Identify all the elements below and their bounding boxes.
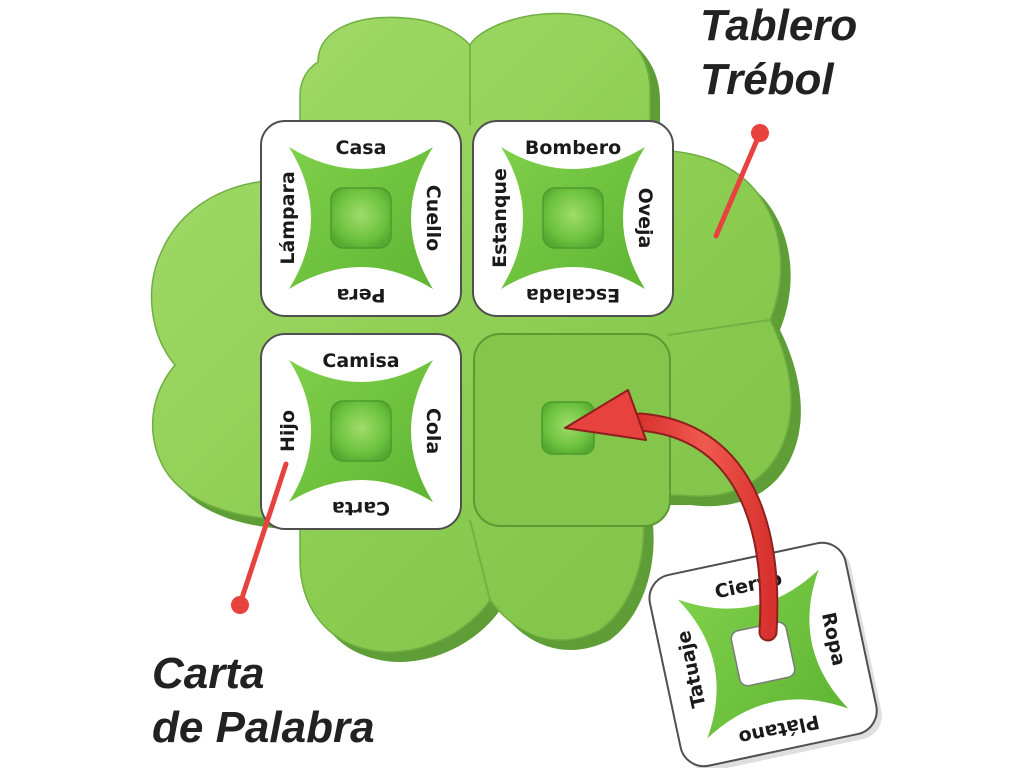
word-card-top-left[interactable]: Casa Cuello Pera Lámpara	[260, 120, 462, 317]
word-card-bottom-left[interactable]: Camisa Cola Carta Hijo	[260, 333, 462, 530]
card-word-left: Estanque	[489, 168, 511, 268]
board-caption-line1: Tablero	[700, 1, 857, 50]
card-word-top: Bombero	[525, 137, 621, 159]
board-caption-line2: Trébol	[700, 55, 834, 104]
card-word-bottom: Pera	[336, 284, 385, 306]
word-card-loose[interactable]: Ciervo Ropa Plátano Tatuaje	[645, 537, 886, 768]
card-label-pointer	[231, 461, 289, 614]
clover-board	[150, 12, 801, 662]
arrow-head-icon	[564, 389, 647, 441]
card-word-left: Lámpara	[277, 171, 299, 264]
word-card-top-right[interactable]: Bombero Oveja Escalada Estanque	[472, 120, 674, 317]
card-word-right: Oveja	[634, 188, 656, 249]
card-word-right: Cuello	[422, 185, 444, 251]
card-word-bottom: Escalada	[526, 284, 620, 306]
board-face	[150, 12, 792, 653]
card-word-top: Camisa	[322, 350, 399, 372]
card-word-top: Casa	[336, 137, 387, 159]
board-label-pointer	[713, 124, 769, 239]
card-word-bottom: Carta	[332, 497, 390, 519]
placement-arrow	[564, 389, 779, 642]
card-caption-line2: de Palabra	[152, 703, 375, 752]
card-word-left: Hijo	[277, 410, 299, 452]
card-caption-line1: Carta	[152, 649, 265, 698]
card-word-right: Cola	[422, 408, 444, 454]
